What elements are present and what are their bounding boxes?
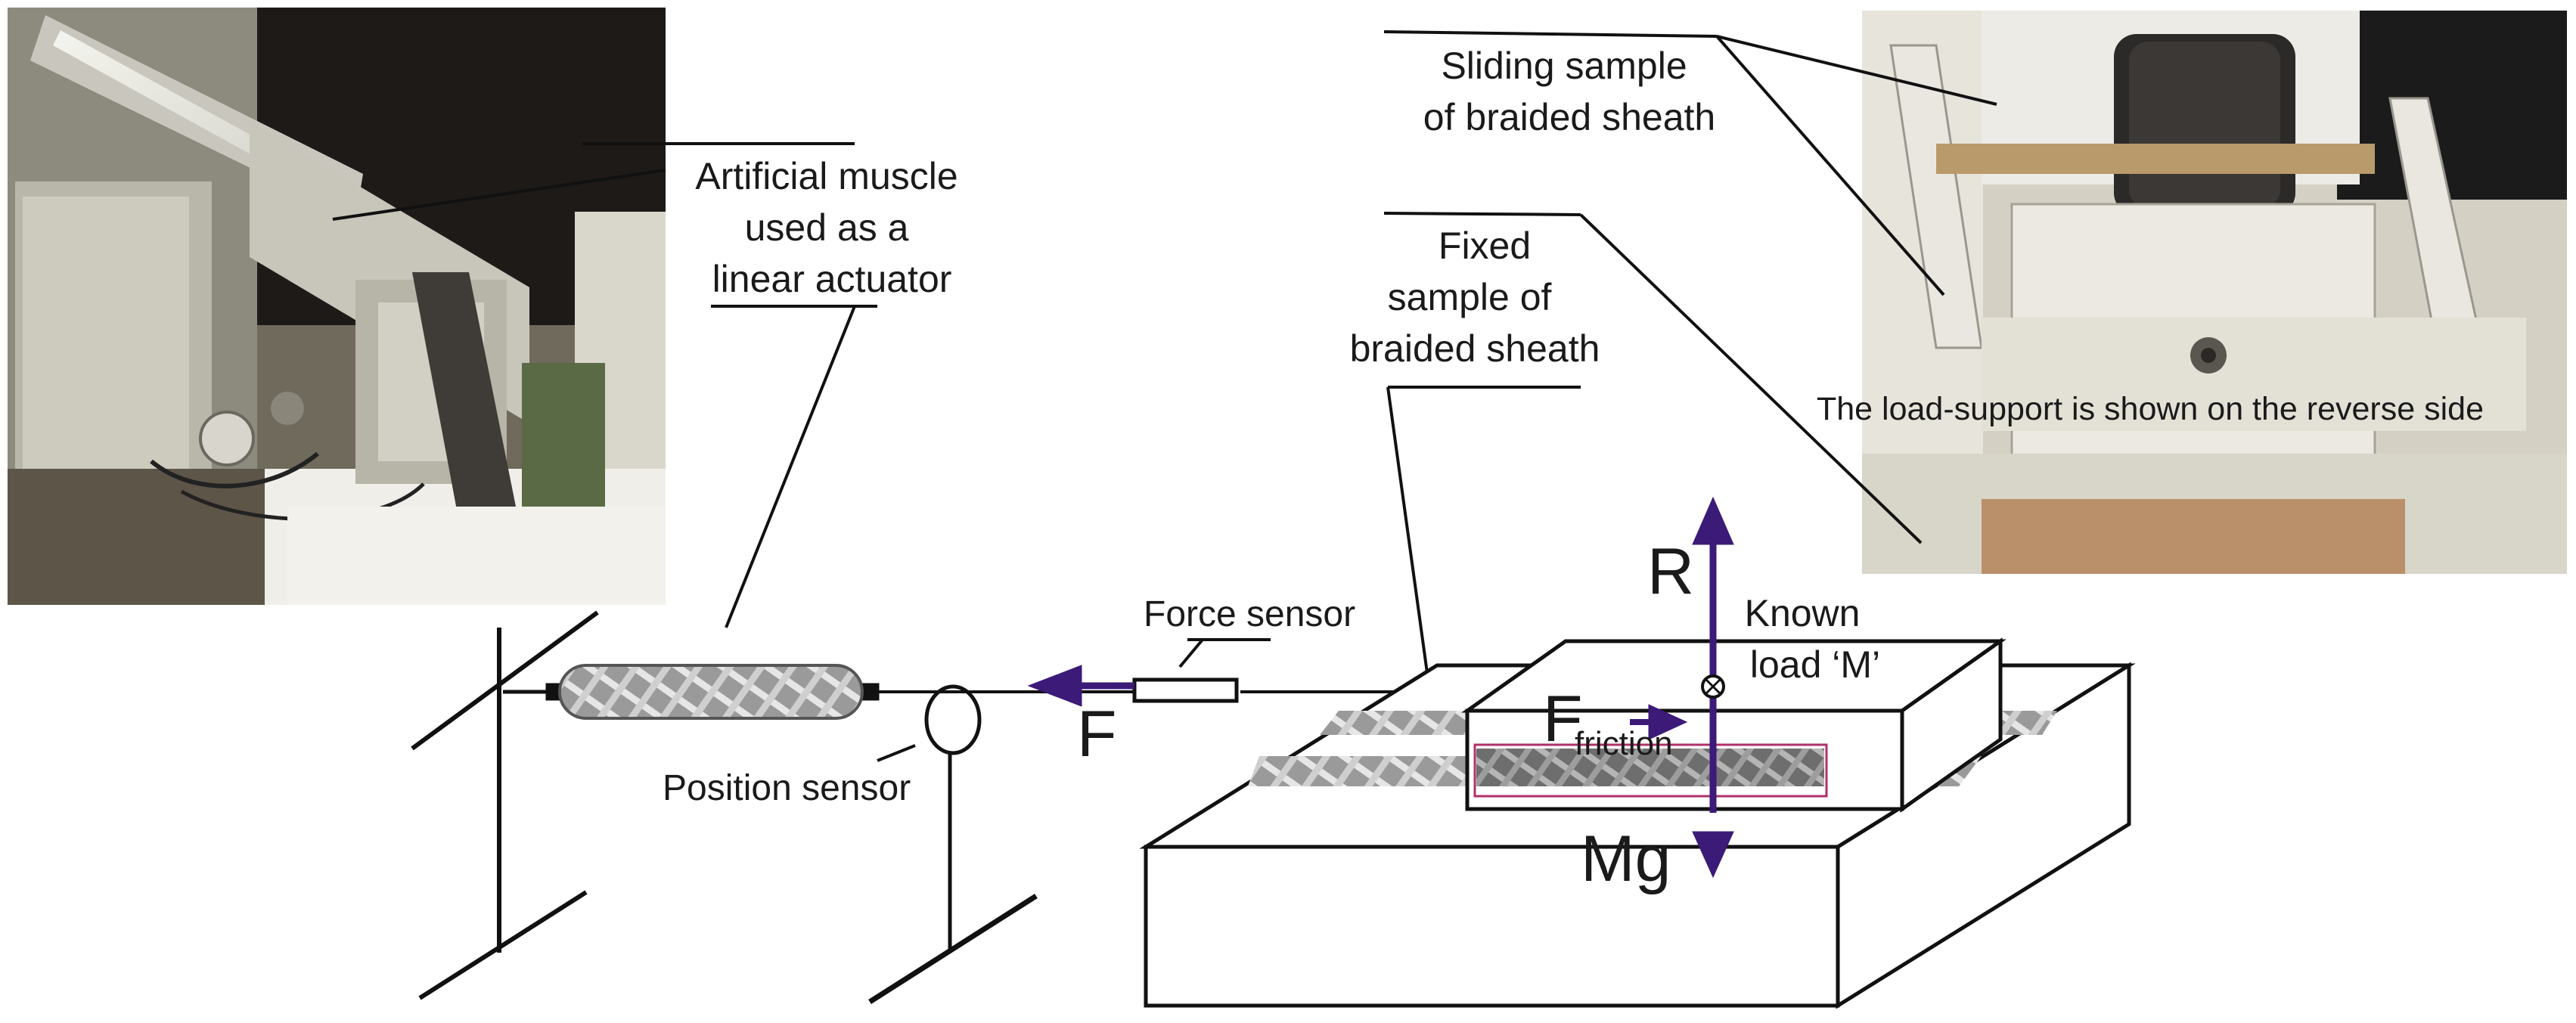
known-load-label: Known load ‘M’ [1745, 592, 1881, 686]
actuator-assembly [411, 610, 1471, 1004]
force-sensor-label: Force sensor [1144, 594, 1355, 634]
fixed-sample-label: Fixed sample of braided sheath [1350, 225, 1600, 370]
sliding-sample-photo [1862, 11, 2567, 574]
contact-zone-box [1473, 743, 1828, 798]
friction-subscript: friction [1575, 725, 1673, 762]
leader-lines [332, 30, 1997, 762]
load-support-note: The load-support is shown on the reverse… [1817, 391, 2484, 427]
artificial-muscle [558, 664, 864, 720]
fixed-sheath-back [1320, 711, 1490, 735]
sliding-sheath [1476, 749, 1824, 786]
friction-F-label: F [1543, 683, 1583, 755]
weight-Mg-label: Mg [1581, 823, 1671, 895]
reaction-R-label: R [1647, 535, 1694, 608]
artificial-muscle-label: Artificial muscle used as a linear actua… [695, 155, 968, 300]
sliding-sample-label: Sliding sample of braided sheath [1423, 45, 1715, 138]
force-F-label: F [1077, 698, 1117, 770]
actuator-photo [8, 8, 666, 605]
position-sensor-label: Position sensor [663, 768, 911, 808]
